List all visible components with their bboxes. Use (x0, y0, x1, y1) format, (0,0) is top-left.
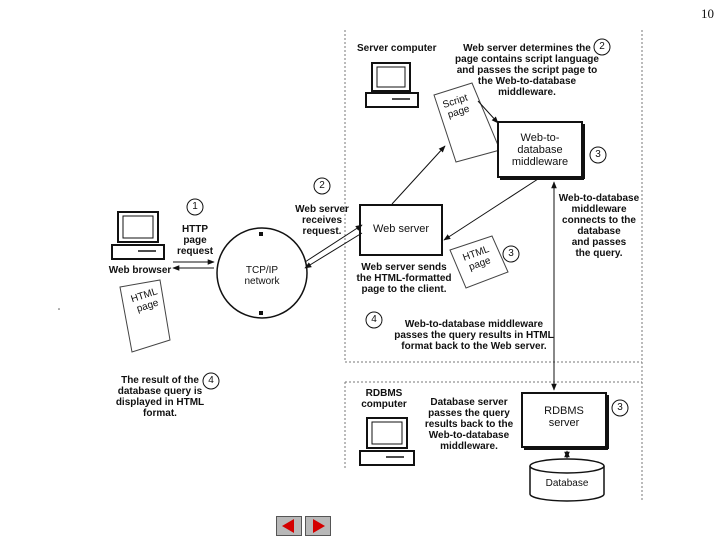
step-number: 4 (208, 375, 214, 386)
database-cylinder (529, 458, 605, 502)
html-page-sheet-left (119, 279, 171, 353)
step-number: 3 (508, 248, 514, 259)
step-number: 2 (599, 41, 605, 52)
slide-number: 10 (701, 6, 714, 21)
step-number: 4 (371, 314, 377, 325)
arrow-left-icon (282, 519, 294, 533)
step-number: 1 (192, 201, 198, 212)
arrow-right-icon (313, 519, 325, 533)
database-server-passes-note: Database server passes the query results… (424, 397, 514, 452)
tcpip-network-label: TCP/IP network (244, 265, 280, 287)
rdbms-server-box (521, 392, 607, 448)
middleware-connects-note: Web-to-database middleware connects to t… (558, 193, 640, 259)
web-server-receives-note: Web server receives request. (295, 204, 349, 237)
query-result-displayed-note: The result of the database query is disp… (115, 375, 205, 419)
rdbms-computer-label: RDBMS computer (361, 388, 407, 410)
web-browser-label: Web browser (108, 265, 172, 276)
http-page-request-label: HTTP page request (176, 224, 214, 257)
middleware-box (497, 121, 583, 178)
web-server-sends-note: Web server sends the HTML-formatted page… (356, 262, 452, 295)
database-label: Database (545, 478, 589, 489)
step-circles (186, 38, 629, 417)
flow-arrows (172, 100, 570, 459)
network-nodes (259, 232, 263, 315)
web-browser-computer-icon (111, 211, 165, 260)
server-computer-label: Server computer (357, 43, 437, 54)
previous-slide-button[interactable] (276, 516, 302, 536)
web-server-box-label: Web server (372, 223, 430, 235)
tcpip-network-circle (216, 227, 308, 319)
step-number: 3 (617, 402, 623, 413)
step-number: 2 (319, 180, 325, 191)
rdbms-computer-icon (359, 417, 415, 466)
html-page-sheet-right (449, 235, 509, 289)
rdbms-server-box-label: RDBMS server (544, 405, 584, 429)
middleware-passes-results-note: Web-to-database middleware passes the qu… (394, 319, 554, 352)
next-slide-button[interactable] (305, 516, 331, 536)
web-server-determines-note: Web server determines the page contains … (455, 43, 599, 98)
server-computer-icon (365, 62, 419, 108)
step-number: 3 (595, 149, 601, 160)
server-region-border (344, 30, 643, 500)
middleware-box-label: Web-to- database middleware (511, 132, 569, 168)
